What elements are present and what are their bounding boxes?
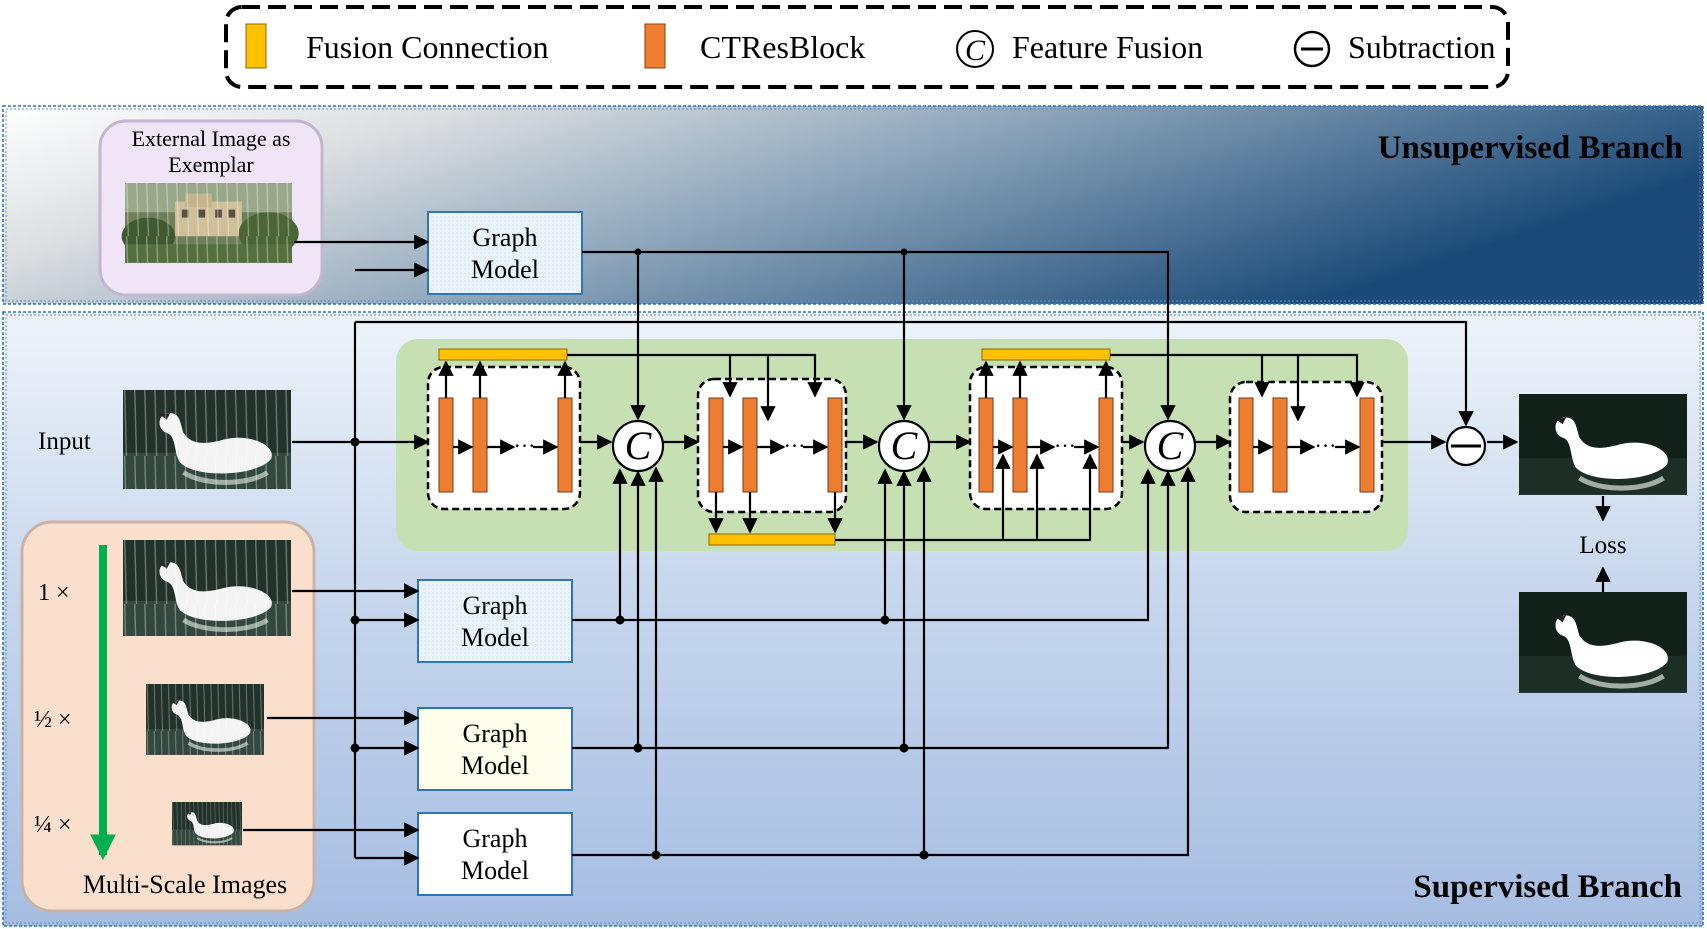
feature-fusion-symbol: C — [625, 423, 653, 468]
legend-feature-fusion: Feature Fusion — [1012, 29, 1203, 65]
legend-subtraction: Subtraction — [1348, 29, 1496, 65]
ctresblock — [472, 397, 488, 493]
feature-fusion-symbol: C — [1157, 423, 1185, 468]
input-image — [123, 390, 291, 489]
connection-line — [1110, 353, 1365, 398]
legend-box — [224, 5, 1510, 89]
connection-line — [572, 468, 1156, 622]
fusion-connection — [708, 533, 836, 546]
connection-line — [567, 353, 823, 398]
scale-image-1x — [123, 540, 291, 636]
ellipsis: ··· — [784, 433, 806, 458]
connection-line — [572, 466, 1196, 857]
ctresblock — [1098, 397, 1114, 493]
connection-line — [355, 320, 1474, 427]
ellipsis: ··· — [1054, 433, 1076, 458]
legend-fusion-connection: Fusion Connection — [306, 29, 549, 65]
ctresblock-swatch — [644, 23, 666, 69]
connection-line — [835, 453, 1098, 542]
feature-fusion-icon-letter: C — [965, 34, 986, 67]
ctresblock — [438, 397, 454, 493]
feature-fusion-node-3 — [1143, 419, 1197, 473]
output-image — [1519, 394, 1687, 495]
graph-model-label: Graph — [463, 591, 528, 620]
ctresblock — [1012, 397, 1028, 493]
graph-model-label: Graph — [463, 719, 528, 748]
unsupervised-frame — [2, 105, 1704, 305]
fusion-connection — [981, 348, 1111, 361]
feature-fusion-icon — [956, 30, 994, 68]
graph-model-scale-half: Graph Model — [417, 707, 573, 791]
multiscale-label: Multi-Scale Images — [83, 870, 287, 899]
supervised-branch: Supervised Branch Input 1 × ½ × ¼ × Mult… — [2, 311, 1704, 927]
ctresblock — [1238, 397, 1254, 493]
ctresblock — [1272, 397, 1288, 493]
ground-truth-image — [1519, 592, 1687, 693]
scale-image-half — [144, 682, 266, 757]
exemplar-title-line1: External Image as — [132, 126, 291, 151]
connection-line — [582, 250, 1176, 421]
unsupervised-branch-title: Unsupervised Branch — [1378, 130, 1683, 166]
ellipsis: ··· — [1315, 433, 1337, 458]
ctresblock — [708, 397, 724, 493]
graph-model-label: Model — [471, 255, 539, 284]
ctresblock — [1359, 397, 1375, 493]
scale-label-half: ½ × — [34, 707, 72, 733]
ellipsis: ··· — [514, 433, 536, 458]
graph-model-label: Graph — [473, 223, 538, 252]
graph-model-label: Model — [461, 751, 529, 780]
input-label: Input — [38, 428, 91, 455]
fusion-connection-swatch — [245, 23, 267, 69]
graph-model-label: Model — [461, 856, 529, 885]
fusion-connection — [438, 348, 568, 361]
legend-ctresblock: CTResBlock — [700, 29, 865, 65]
feature-fusion-node-1 — [611, 419, 665, 473]
connection-lines — [243, 234, 1611, 866]
loss-label: Loss — [1579, 532, 1626, 559]
ctresblock — [978, 397, 994, 493]
feature-fusion-symbol: C — [891, 423, 919, 468]
graph-model-label: Model — [461, 623, 529, 652]
scale-image-quarter — [170, 800, 244, 847]
exemplar-title-line2: Exemplar — [168, 152, 254, 177]
exemplar-image — [121, 183, 299, 263]
graph-model-label: Graph — [463, 824, 528, 853]
scale-label-quarter: ¼ × — [34, 812, 72, 838]
unsupervised-branch: Unsupervised Branch External Image as Ex… — [2, 105, 1704, 305]
legend: Fusion Connection CTResBlock C Feature F… — [224, 5, 1510, 89]
graph-model-scale-1x: Graph Model — [417, 579, 573, 663]
scale-label-1x: 1 × — [38, 580, 70, 606]
supervised-frame — [2, 311, 1704, 927]
graph-model-scale-quarter: Graph Model — [417, 812, 573, 896]
feature-fusion-node-2 — [877, 419, 931, 473]
ctresblock — [827, 397, 843, 493]
ctresblock — [557, 397, 573, 493]
supervised-branch-title: Supervised Branch — [1413, 869, 1682, 905]
connection-line — [572, 470, 1176, 750]
ctresblock — [742, 397, 758, 493]
